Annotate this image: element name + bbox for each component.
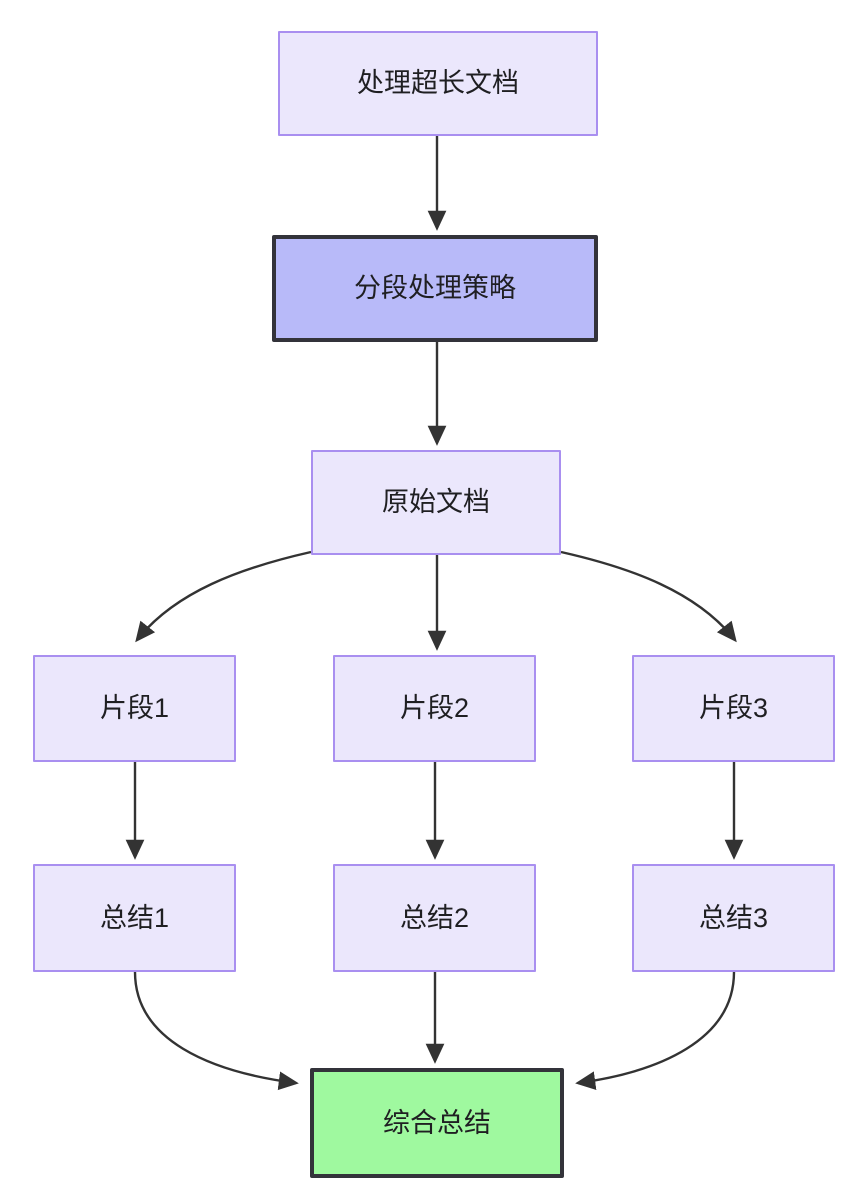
node-label: 总结3 xyxy=(698,902,769,933)
node-label: 处理超长文档 xyxy=(357,68,519,99)
node-summary-1[interactable]: 总结1 xyxy=(33,864,236,972)
node-chunking-strategy[interactable]: 分段处理策略 xyxy=(272,235,598,342)
node-label: 片段2 xyxy=(399,693,470,724)
edge-n3-to-n6 xyxy=(560,550,737,643)
node-label: 片段1 xyxy=(99,693,170,724)
edge-n9-to-n10 xyxy=(575,971,736,1090)
node-fragment-1[interactable]: 片段1 xyxy=(33,655,236,762)
node-fragment-3[interactable]: 片段3 xyxy=(632,655,835,762)
node-comprehensive-summary[interactable]: 综合总结 xyxy=(310,1068,564,1178)
node-summary-2[interactable]: 总结2 xyxy=(333,864,536,972)
node-fragment-2[interactable]: 片段2 xyxy=(333,655,536,762)
node-label: 片段3 xyxy=(698,693,769,724)
node-label: 总结1 xyxy=(99,902,170,933)
edge-n7-to-n10 xyxy=(133,971,299,1091)
node-label: 原始文档 xyxy=(382,487,490,518)
node-original-document[interactable]: 原始文档 xyxy=(311,450,561,555)
node-label: 分段处理策略 xyxy=(354,273,516,304)
node-process-long-document[interactable]: 处理超长文档 xyxy=(278,31,598,136)
node-summary-3[interactable]: 总结3 xyxy=(632,864,835,972)
node-label: 总结2 xyxy=(399,902,470,933)
edge-n3-to-n4 xyxy=(135,550,312,643)
node-label: 综合总结 xyxy=(383,1107,491,1138)
